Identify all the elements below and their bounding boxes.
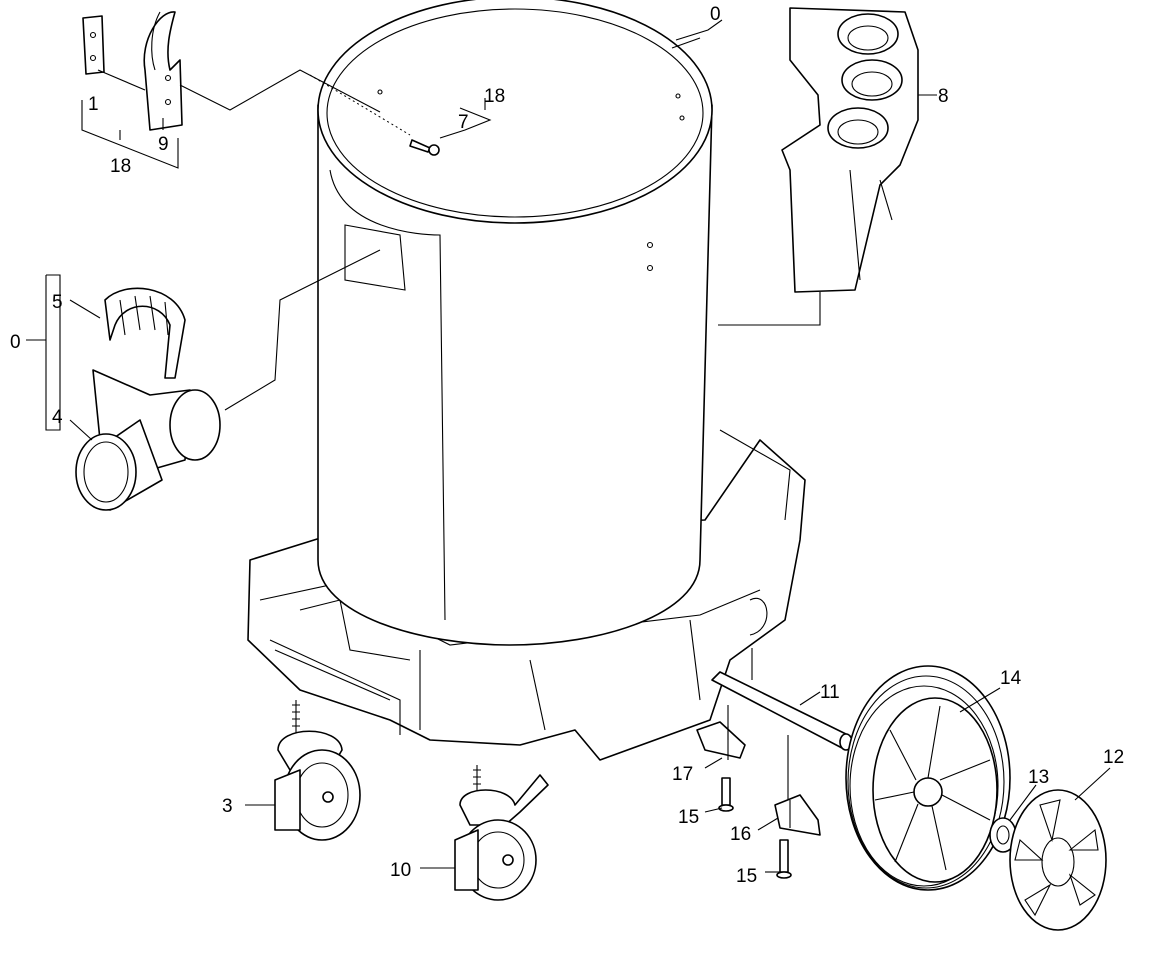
rear-wheel-part-14 <box>845 665 1011 891</box>
hose-socket-part-4-5 <box>75 287 221 511</box>
screw-part-15-b <box>776 839 792 879</box>
label-part-10: 10 <box>390 860 411 881</box>
label-part-18-screw: 18 <box>484 86 505 107</box>
hub-cap-part-12 <box>1009 789 1107 931</box>
screw-part-15-a <box>718 777 734 812</box>
axle-bracket-part-16 <box>774 794 821 836</box>
label-part-0-top: 0 <box>710 4 721 25</box>
label-part-8: 8 <box>938 86 949 107</box>
label-part-15-b: 15 <box>736 866 757 887</box>
label-part-4: 4 <box>52 407 63 428</box>
label-part-14: 14 <box>1000 668 1022 689</box>
tool-holder-part-8 <box>781 7 919 293</box>
label-part-15-a: 15 <box>678 807 699 828</box>
caster-wheel-part-10 <box>454 765 549 901</box>
label-part-0-left: 0 <box>10 332 21 353</box>
label-part-7: 7 <box>458 112 469 133</box>
label-part-3: 3 <box>222 796 233 817</box>
label-part-9: 9 <box>158 134 169 155</box>
axle-bracket-part-17 <box>696 721 746 760</box>
label-part-16: 16 <box>730 824 751 845</box>
label-part-12: 12 <box>1103 747 1124 768</box>
label-part-13: 13 <box>1028 767 1049 788</box>
caster-wheel-part-3 <box>274 700 361 841</box>
leader-lines <box>26 19 1111 873</box>
part-labels: 0 1 9 18 18 7 8 5 0 4 3 10 11 14 12 13 1… <box>10 4 1124 887</box>
axle-part-11 <box>711 671 853 751</box>
label-part-1: 1 <box>88 94 99 115</box>
label-part-11: 11 <box>820 682 840 703</box>
drum-container <box>317 0 713 646</box>
label-part-5: 5 <box>52 292 63 313</box>
label-part-17: 17 <box>672 764 693 785</box>
label-part-18-bracket: 18 <box>110 156 131 177</box>
screw-part-7 <box>409 139 440 156</box>
